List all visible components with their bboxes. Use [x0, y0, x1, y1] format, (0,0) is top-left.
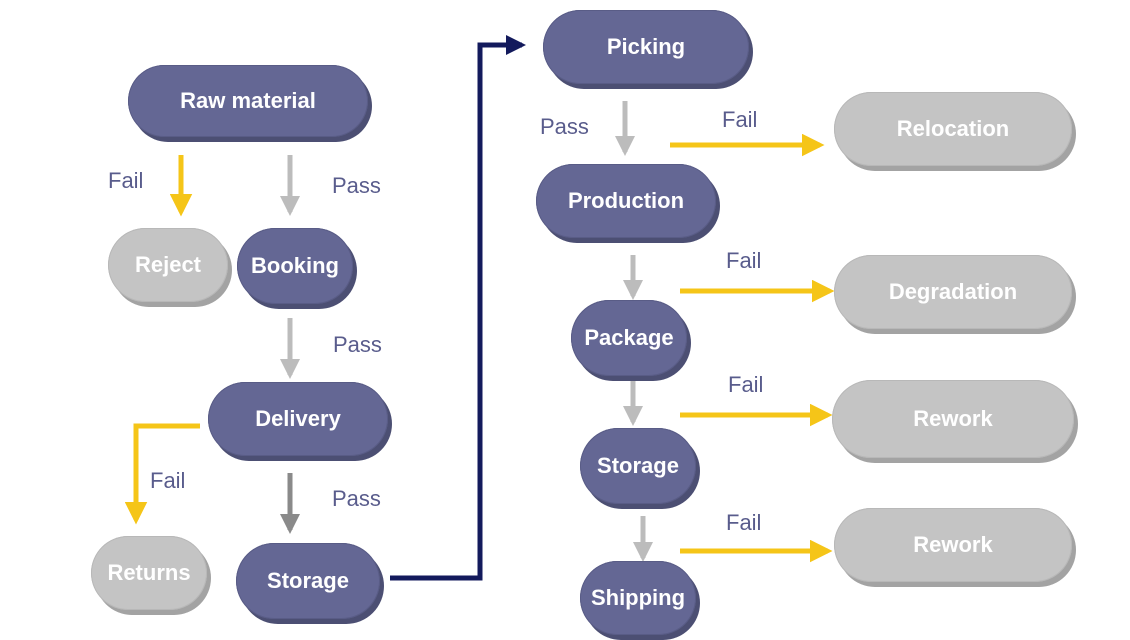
- label-pass-delivery: Pass: [333, 332, 382, 357]
- node-degradation: Degradation: [834, 255, 1072, 329]
- node-production: Production: [536, 164, 716, 238]
- label-fail-reject: Fail: [108, 168, 144, 193]
- node-storage-left: Storage: [236, 543, 380, 619]
- node-rework-1: Rework: [832, 380, 1074, 458]
- node-shipping: Shipping: [580, 561, 696, 635]
- node-reject: Reject: [108, 228, 228, 302]
- label-fail-relocation: Fail: [722, 107, 758, 132]
- node-package: Package: [571, 300, 687, 376]
- label-fail-returns: Fail: [150, 468, 186, 493]
- node-relocation: Relocation: [834, 92, 1072, 166]
- node-storage-right: Storage: [580, 428, 696, 504]
- node-rework-2: Rework: [834, 508, 1072, 582]
- fail-arrow-delivery-to-returns: [124, 423, 200, 525]
- node-raw-material: Raw material: [128, 65, 368, 137]
- node-delivery: Delivery: [208, 382, 388, 456]
- node-booking: Booking: [237, 228, 353, 304]
- connector-storage-to-picking: [390, 35, 526, 581]
- label-pass-booking: Pass: [332, 173, 381, 198]
- label-pass-production: Pass: [540, 114, 589, 139]
- label-fail-rework-1: Fail: [728, 372, 764, 397]
- node-returns: Returns: [91, 536, 207, 610]
- node-picking: Picking: [543, 10, 749, 84]
- label-fail-rework-2: Fail: [726, 510, 762, 535]
- label-fail-degradation: Fail: [726, 248, 762, 273]
- label-pass-storage: Pass: [332, 486, 381, 511]
